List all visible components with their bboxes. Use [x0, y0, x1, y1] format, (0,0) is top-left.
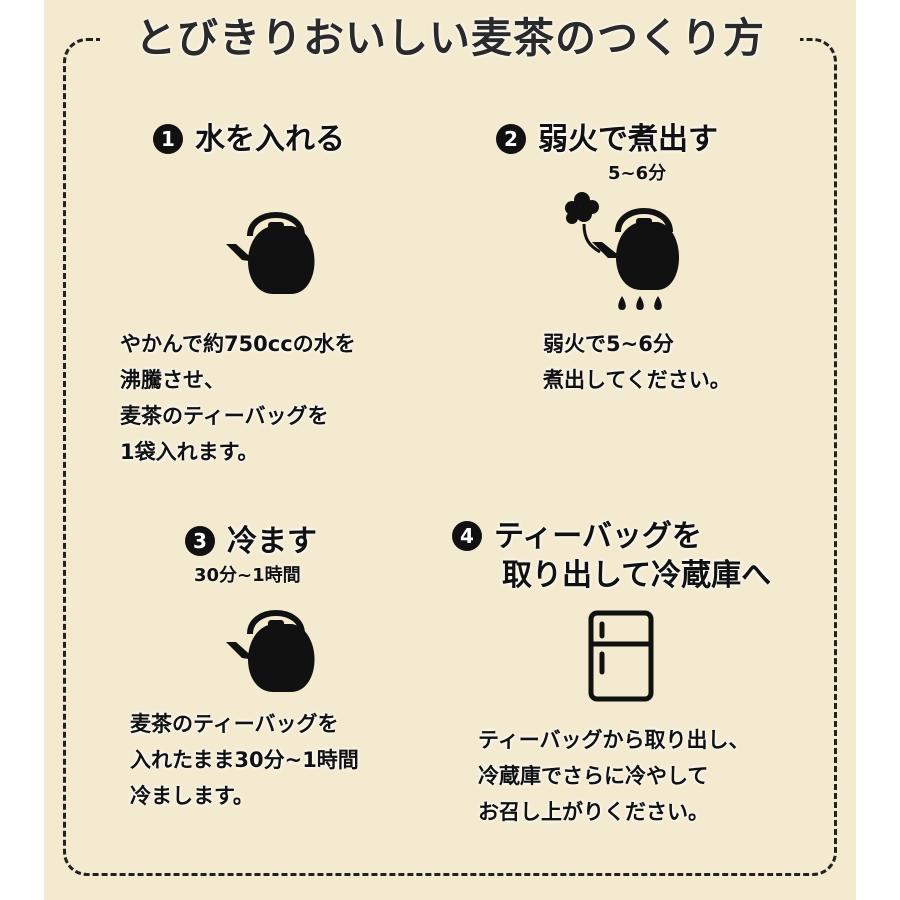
step-4-line: 冷蔵庫でさらに冷やして [478, 764, 709, 788]
step-3-title: 冷ます [227, 524, 317, 559]
step-4-title-line-1: ティーバッグを [494, 519, 702, 554]
step-4-description: ティーバッグから取り出し、 冷蔵庫でさらに冷やして お召し上がりください。 [478, 722, 750, 830]
step-2-duration: 5~6分 [608, 163, 667, 184]
step-1-title: 水を入れる [195, 122, 345, 157]
step-2-number: 2 [496, 124, 526, 154]
step-4-line: お召し上がりください。 [478, 800, 709, 824]
step-2-line: 煮出してください。 [543, 368, 731, 392]
step-1-line: 1袋入れます。 [120, 440, 259, 464]
kettle-boiling-icon [565, 192, 679, 310]
step-1-line: 麦茶のティーバッグを [120, 404, 329, 428]
step-3-line: 入れたまま30分~1時間 [130, 748, 359, 772]
step-2-heading: 2 弱火で煮出す [496, 120, 718, 160]
kettle-icon [226, 212, 315, 294]
step-2-title: 弱火で煮出す [538, 122, 718, 157]
step-1-description: やかんで約750ccの水を 沸騰させ、 麦茶のティーバッグを 1袋入れます。 [120, 326, 356, 470]
step-3-number: 3 [185, 526, 215, 556]
page-title: とびきりおいしい麦茶のつくり方 [100, 8, 800, 68]
step-1-line: 沸騰させ、 [120, 368, 225, 392]
step-3-line: 冷まします。 [130, 784, 254, 808]
step-2-description: 弱火で5~6分 煮出してください。 [543, 326, 731, 398]
step-3-line: 麦茶のティーバッグを [130, 712, 339, 736]
step-4-number: 4 [452, 521, 482, 551]
step-3-heading: 3 冷ます [185, 522, 317, 562]
background-panel [44, 0, 856, 900]
refrigerator-icon [588, 610, 654, 702]
step-1-line: やかんで約750ccの水を [120, 332, 356, 356]
step-4-heading: 4 ティーバッグを [452, 517, 702, 557]
step-3-description: 麦茶のティーバッグを 入れたまま30分~1時間 冷まします。 [130, 706, 359, 814]
step-3-duration: 30分~1時間 [194, 565, 301, 586]
step-1-number: 1 [153, 124, 183, 154]
step-4-line: ティーバッグから取り出し、 [478, 728, 750, 752]
step-1-heading: 1 水を入れる [153, 120, 345, 160]
step-2-line: 弱火で5~6分 [543, 332, 674, 356]
kettle-icon [226, 610, 315, 692]
step-4-heading-line-2: 取り出して冷蔵庫へ [502, 558, 772, 593]
